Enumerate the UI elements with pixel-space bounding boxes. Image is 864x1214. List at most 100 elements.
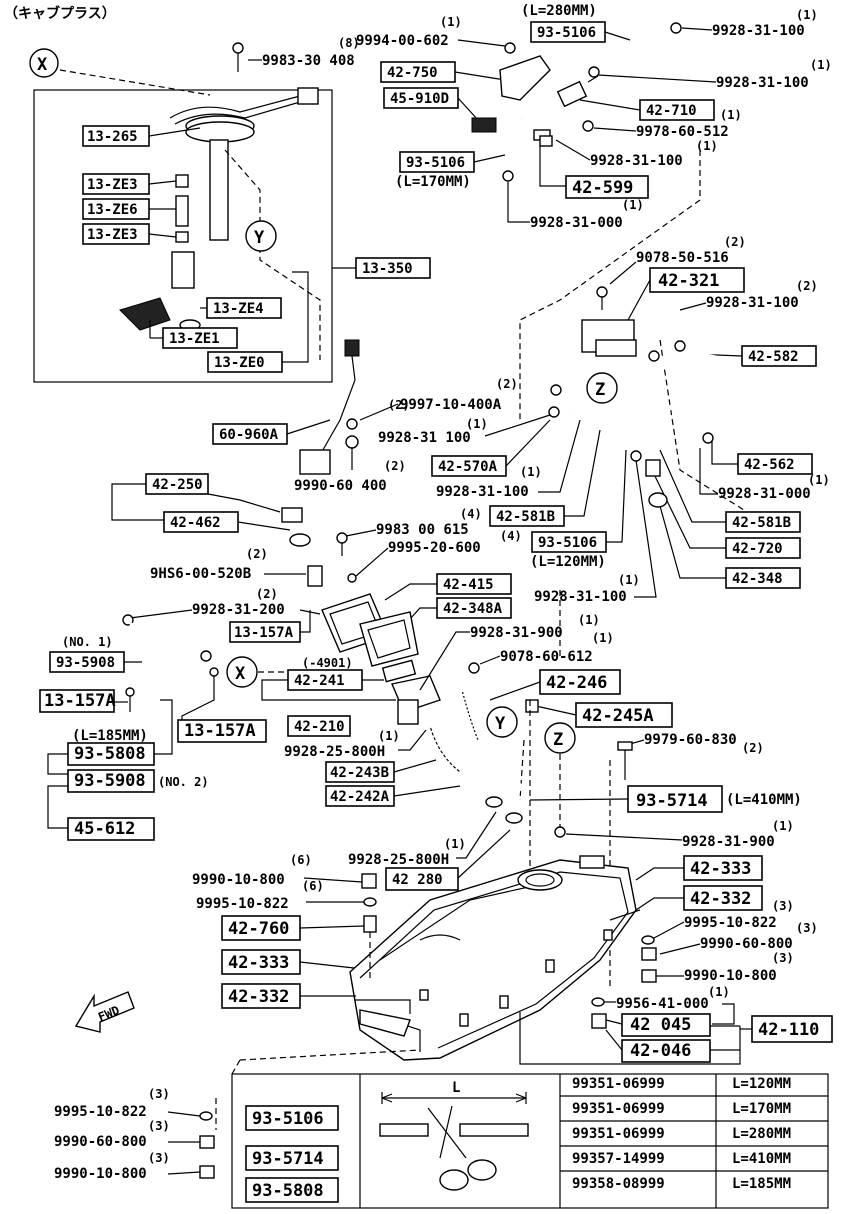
svg-text:42-046: 42-046 [630,1041,691,1061]
callout-x-left[interactable]: X [226,656,258,688]
svg-text:9HS6-00-520B: 9HS6-00-520B [150,566,251,582]
bolt-42-760 [363,915,377,933]
svg-text:45-612: 45-612 [74,819,135,839]
svg-text:9983 00 615: 9983 00 615 [376,522,469,538]
svg-text:13-157A: 13-157A [234,625,294,641]
nut-9990-10-800 [361,873,377,889]
svg-text:42-242A: 42-242A [330,789,390,805]
svg-text:42 045: 42 045 [630,1015,691,1035]
svg-text:42-333: 42-333 [690,859,751,879]
box-42-348: 42-348 [725,567,801,589]
box-93-5808-a: 93-5808 [67,742,155,766]
svg-text:9995-10-822: 9995-10-822 [684,915,777,931]
svg-text:93-5106: 93-5106 [252,1109,324,1129]
box-42-241: 42-241 [287,669,363,691]
svg-text:93-5714: 93-5714 [252,1149,324,1169]
svg-text:9956-41-000: 9956-41-000 [616,996,709,1012]
svg-text:93-5808: 93-5808 [74,744,146,764]
svg-text:9997-10-400A: 9997-10-400A [400,397,502,413]
legend-box-93-5106: 93-5106 [245,1105,339,1131]
box-93-5106-b: 93-5106 [399,151,475,173]
svg-text:42-581B: 42-581B [732,515,791,531]
box-13-ze4: 13-ZE4 [206,297,282,319]
box-42-750: 42-750 [380,61,456,83]
svg-text:9928-31-900: 9928-31-900 [682,834,775,850]
svg-text:(8): (8) [338,36,360,50]
svg-text:9990-10-800: 9990-10-800 [192,872,285,888]
hose-280mm [588,22,682,78]
callout-z-top[interactable]: Z [586,372,618,404]
svg-text:(1): (1) [720,108,742,122]
svg-text:(L=185MM): (L=185MM) [72,728,148,744]
svg-text:42-348: 42-348 [732,571,783,587]
box-13-ze6: 13-ZE6 [82,198,150,220]
box-42-280: 42 280 [385,867,459,891]
box-42-720: 42-720 [725,537,801,559]
svg-text:(1): (1) [810,58,832,72]
svg-text:42-570A: 42-570A [438,459,498,475]
svg-text:X: X [37,55,48,75]
svg-text:42-760: 42-760 [228,919,289,939]
header-title: （キャブプラス） [4,5,116,22]
svg-text:(1): (1) [772,819,794,833]
svg-text:9928-31-000: 9928-31-000 [530,215,623,231]
svg-text:(2): (2) [796,279,818,293]
svg-text:42-348A: 42-348A [443,601,503,617]
svg-text:13-ZE6: 13-ZE6 [87,202,138,218]
svg-text:9990-60-800: 9990-60-800 [700,936,793,952]
hose-long [562,357,685,453]
svg-text:Y: Y [495,714,506,734]
callout-z-mid[interactable]: Z [544,722,576,754]
svg-text:42-332: 42-332 [690,889,751,909]
svg-text:13-ZE1: 13-ZE1 [169,331,220,347]
svg-text:9990-60-800: 9990-60-800 [54,1134,147,1150]
svg-text:9994-00-602: 9994-00-602 [356,33,449,49]
callout-y-left[interactable]: Y [245,220,277,252]
fuel-sender-unit [119,87,321,360]
svg-text:(3): (3) [772,899,794,913]
svg-text:(3): (3) [148,1151,170,1165]
box-42-710: 42-710 [639,99,715,121]
svg-text:9928-31-100: 9928-31-100 [436,484,529,500]
box-42-246: 42-246 [539,669,621,695]
svg-text:42-581B: 42-581B [496,509,555,525]
svg-text:9078-60-612: 9078-60-612 [500,649,593,665]
box-93-5908-b: 93-5908 [67,769,155,793]
svg-text:42-599: 42-599 [572,178,633,198]
svg-text:93-5106: 93-5106 [538,535,597,551]
table-part-number: 99351-06999 [572,1101,665,1117]
svg-text:(1): (1) [618,573,640,587]
svg-text:(-4901): (-4901) [302,656,353,670]
svg-text:(1): (1) [808,473,830,487]
box-93-5106-c: 93-5106 [531,531,607,553]
table-length: L=410MM [732,1151,791,1167]
table-length: L=120MM [732,1076,791,1092]
svg-text:93-5908: 93-5908 [56,655,115,671]
box-42-581b-left: 42-581B [489,505,565,527]
hose-42-582 [689,351,756,443]
svg-text:13-265: 13-265 [87,129,138,145]
callout-x-top[interactable]: X [29,48,59,78]
svg-text:(L=280MM): (L=280MM) [521,3,597,19]
box-13-ze3-a: 13-ZE3 [82,173,150,195]
table-part-number: 99351-06999 [572,1126,665,1142]
svg-text:(2): (2) [742,741,764,755]
svg-text:42-241: 42-241 [294,673,345,689]
svg-text:42-333: 42-333 [228,953,289,973]
svg-text:(2): (2) [384,459,406,473]
svg-text:(L=410MM): (L=410MM) [726,792,802,808]
svg-text:(2): (2) [496,377,518,391]
filler-hose [423,723,523,830]
svg-text:42-415: 42-415 [443,577,494,593]
table-length: L=280MM [732,1126,791,1142]
callout-y-mid[interactable]: Y [486,706,518,738]
box-42-562: 42-562 [737,453,813,475]
svg-text:42-245A: 42-245A [582,706,654,726]
svg-text:42-710: 42-710 [646,103,697,119]
svg-text:(6): (6) [290,853,312,867]
box-42-415: 42-415 [436,573,512,595]
svg-text:(3): (3) [772,951,794,965]
table-length: L=170MM [732,1101,791,1117]
svg-text:9928-31-100: 9928-31-100 [590,153,683,169]
